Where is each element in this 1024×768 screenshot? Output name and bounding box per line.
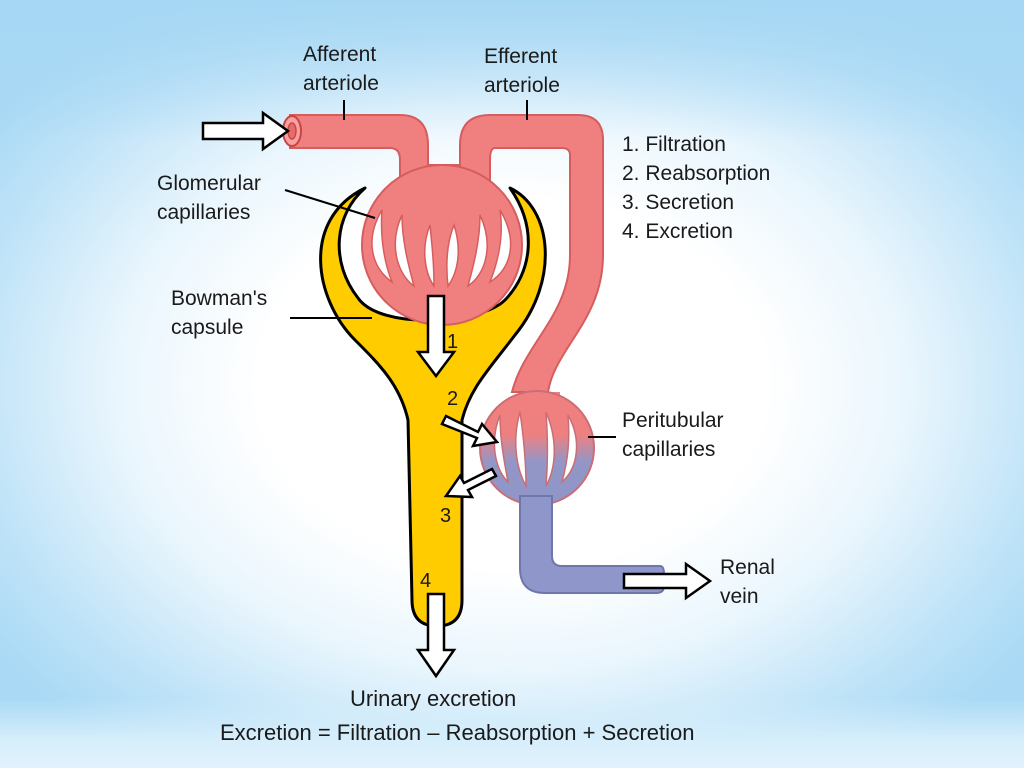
excretion-arrow: [415, 592, 457, 679]
efferent-label-line2: arteriole: [484, 74, 560, 97]
bowman-label-line2: capsule: [171, 316, 244, 339]
peritubular-loops: [493, 411, 578, 489]
excretion-equation: Excretion = Filtration – Reabsorption + …: [220, 720, 695, 745]
efferent-arteriole-label: Efferent arteriole: [484, 42, 560, 100]
process-item: 4. Excretion: [622, 220, 733, 243]
process-item: 2. Reabsorption: [622, 162, 771, 185]
process-item: 1. Filtration: [622, 133, 726, 156]
peritubular-vessel: [512, 392, 560, 400]
glomerular-label-line2: capillaries: [157, 201, 251, 224]
glomerular-leader: [284, 189, 376, 219]
inflow-arrow: [201, 110, 291, 152]
process-list: 1. Filtration 2. Reabsorption 3. Secreti…: [622, 130, 770, 246]
secretion-arrow: [443, 467, 498, 499]
peritubular-label-line2: capillaries: [622, 438, 716, 461]
renal-vein-label: Renal vein: [720, 553, 775, 611]
afferent-arteriole-label: Afferent arteriole: [303, 40, 379, 98]
bowman-label-line1: Bowman's: [171, 287, 268, 310]
renal-label-line1: Renal: [720, 556, 775, 579]
step-number-2: 2: [447, 388, 458, 410]
glomerular-capillaries-label: Glomerular capillaries: [157, 169, 261, 227]
bowmans-capsule-label: Bowman's capsule: [171, 284, 267, 342]
background-bottom-band: [0, 698, 1024, 768]
reabsorption-arrow: [440, 414, 500, 448]
urinary-excretion-label: Urinary excretion: [350, 686, 517, 711]
peritubular-capillaries-label: Peritubular capillaries: [622, 406, 724, 464]
efferent-label-line1: Efferent: [484, 45, 558, 68]
glomerular-loops: [371, 209, 512, 289]
renal-vein-arrow: [622, 561, 713, 601]
step-number-3: 3: [440, 505, 451, 527]
glomerular-label-line1: Glomerular: [157, 172, 261, 195]
step-number-1: 1: [447, 331, 458, 353]
filtration-arrow: [415, 294, 457, 379]
renal-label-line2: vein: [720, 585, 759, 608]
process-item: 3. Secretion: [622, 191, 735, 214]
step-number-4: 4: [420, 570, 431, 592]
afferent-label-line1: Afferent: [303, 43, 377, 66]
peritubular-label-line1: Peritubular: [622, 409, 724, 432]
afferent-label-line2: arteriole: [303, 72, 379, 95]
